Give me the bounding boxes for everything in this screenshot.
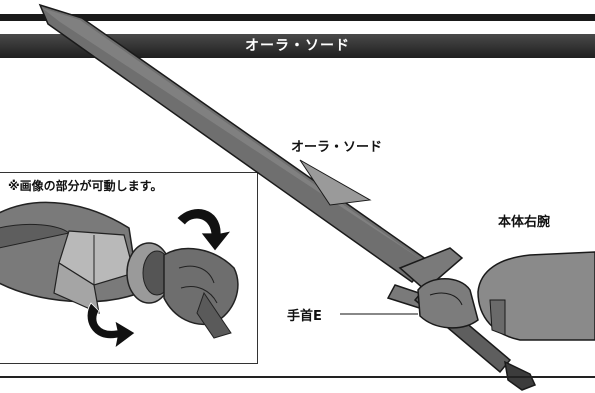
blade-highlight <box>42 8 425 262</box>
arm-wrist-cuff <box>489 299 506 336</box>
inset-note: ※画像の部分が可動します。 <box>8 179 163 193</box>
inset-detail-box <box>0 172 258 364</box>
header-rule <box>0 14 595 21</box>
wrist-plate <box>58 230 135 286</box>
finger-line-1 <box>178 265 215 284</box>
sword-label: オーラ・ソード <box>291 140 383 155</box>
wrist-label: 手首E <box>287 309 322 324</box>
rotate-arrow-upper-icon <box>176 208 232 252</box>
sword-guard <box>398 247 464 291</box>
arm-label: 本体右腕 <box>498 215 551 230</box>
blade-ridge <box>299 159 372 206</box>
wrist-plate-lower <box>53 262 100 315</box>
finger-line-2 <box>180 286 218 304</box>
hand-finger-line <box>429 292 463 306</box>
rotate-arrow-lower-icon <box>86 302 136 349</box>
articulation-illustration <box>0 201 239 349</box>
section-title: オーラ・ソード <box>245 38 350 54</box>
right-arm <box>477 251 595 341</box>
bottom-rule <box>0 376 595 378</box>
gripping-hand <box>417 278 479 329</box>
thumb <box>196 291 232 339</box>
